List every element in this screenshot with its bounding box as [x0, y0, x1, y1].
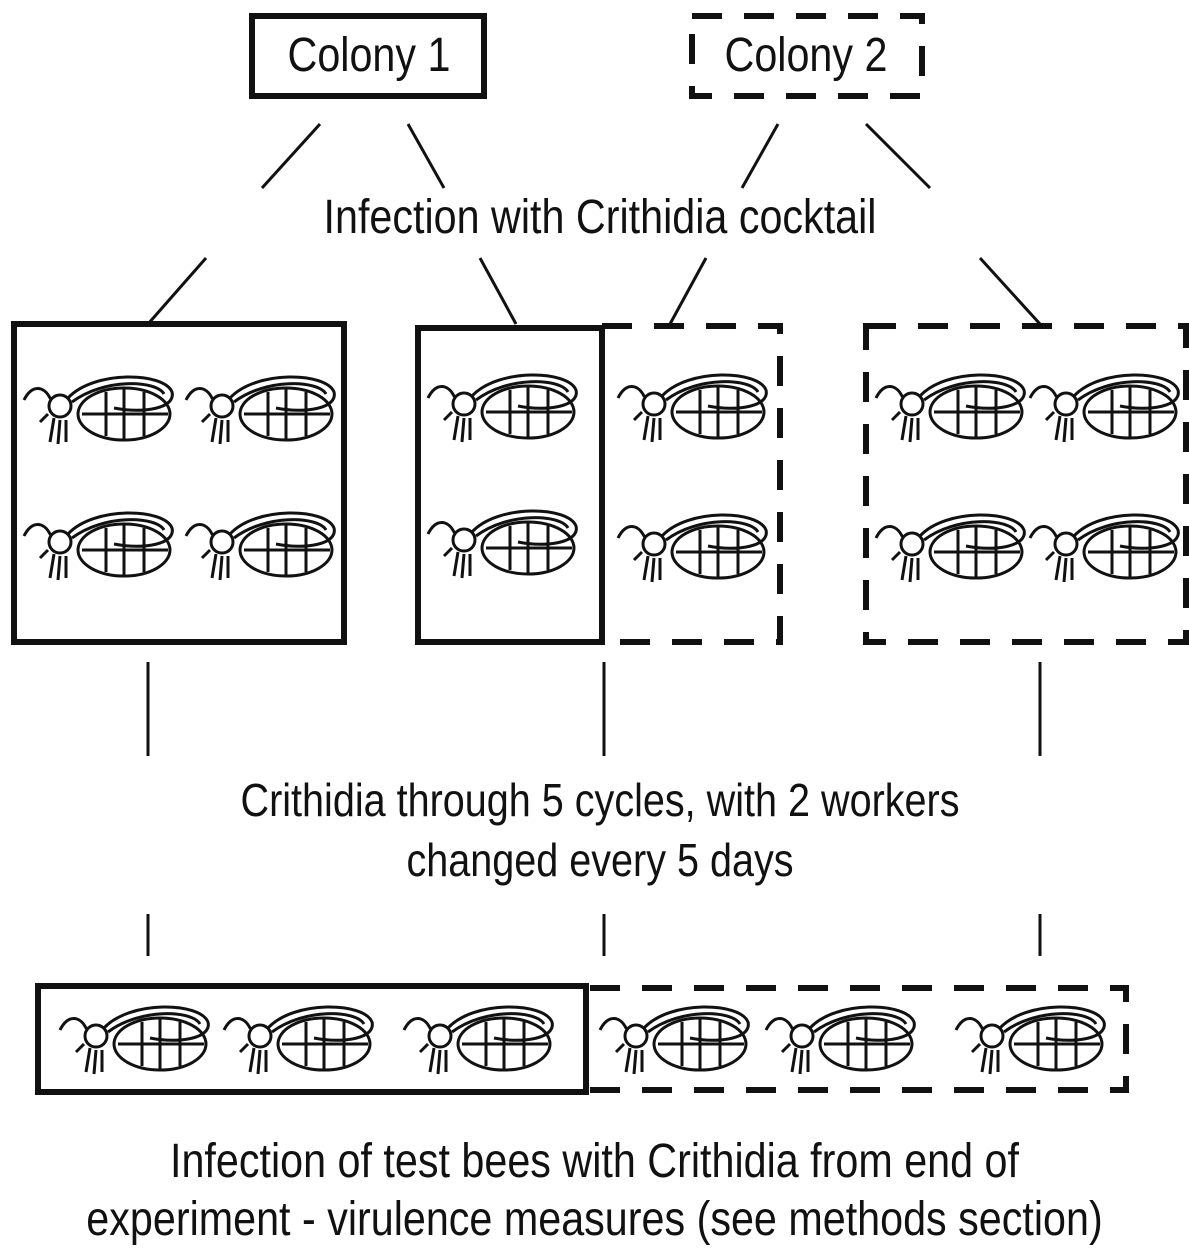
bumblebee-icon [24, 377, 172, 444]
passage-line-2: changed every 5 days [170, 830, 1030, 890]
bumblebee-icon [24, 513, 172, 580]
bumblebee-icon [766, 1007, 914, 1074]
connector-line [148, 258, 206, 324]
connector-line [408, 124, 444, 188]
connector-line [866, 124, 930, 188]
bumblebee-icon [618, 515, 766, 582]
bumblebee-icon [428, 511, 576, 578]
infection-step-label: Infection with Crithidia cocktail [256, 188, 944, 248]
bumblebee-icon [876, 375, 1024, 442]
bumblebee-icon [224, 1007, 372, 1074]
bumblebee-icon [60, 1007, 208, 1074]
bumblebee-icon [600, 1007, 748, 1074]
bumblebee-icon [1030, 515, 1178, 582]
passage-line-1: Crithidia through 5 cycles, with 2 worke… [170, 770, 1030, 830]
test-step-label: Infection of test bees with Crithidia fr… [83, 1133, 1106, 1249]
mixed-group-dashed-box [602, 326, 780, 642]
bumblebee-icon [404, 1007, 552, 1074]
colony2-group-box [866, 326, 1186, 642]
test-line-2: experiment - virulence measures (see met… [83, 1191, 1106, 1249]
bumblebee-icon [1030, 375, 1178, 442]
colony1-label: Colony 1 [271, 26, 467, 86]
connector-line [670, 258, 706, 324]
connector-line [262, 124, 320, 188]
connector-line [742, 124, 778, 188]
bumblebee-icon [618, 375, 766, 442]
bumblebee-icon [956, 1007, 1104, 1074]
bumblebee-icon [428, 375, 576, 442]
colony2-label: Colony 2 [706, 26, 906, 86]
mixed-group-solid-box [418, 328, 602, 642]
bumblebee-icon [186, 377, 334, 444]
connector-line [480, 258, 516, 324]
bumblebee-icon [186, 513, 334, 580]
connector-line [980, 258, 1040, 324]
colony1-group-box [14, 324, 344, 642]
test-line-1: Infection of test bees with Crithidia fr… [83, 1133, 1106, 1191]
bumblebee-icon [876, 515, 1024, 582]
passage-step-label: Crithidia through 5 cycles, with 2 worke… [170, 770, 1030, 890]
